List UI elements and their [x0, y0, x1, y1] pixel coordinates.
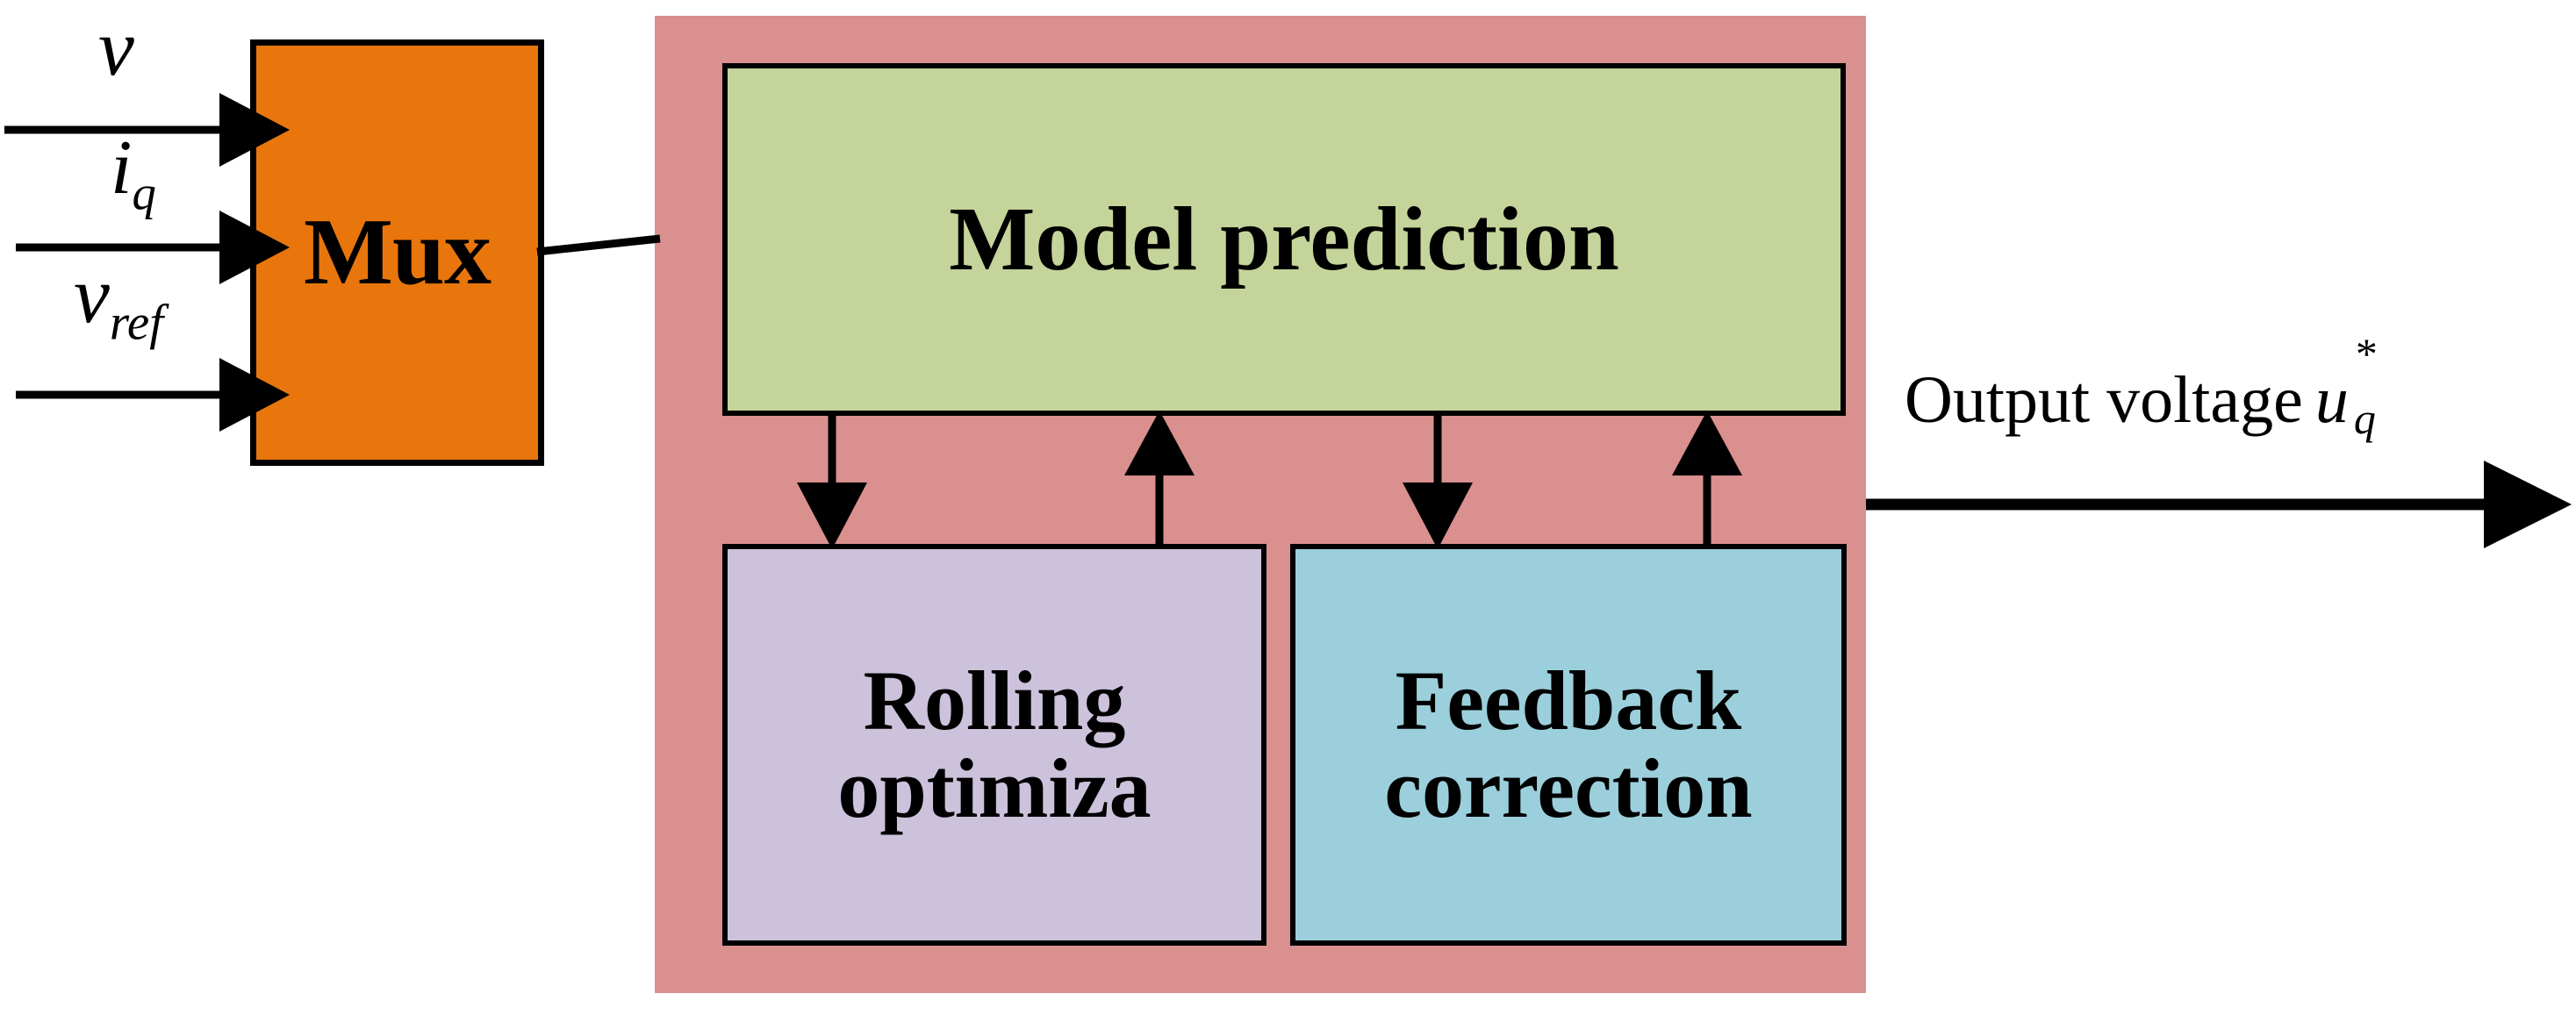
rolling-optimization-label: Rolling optimiza: [837, 654, 1152, 835]
input-arrow-vref: [16, 358, 290, 432]
input-label-vref-subscript: ref: [109, 295, 164, 351]
input-label-iq-base: i: [111, 125, 133, 211]
input-label-iq: iq: [111, 130, 156, 218]
output-voltage-symbol: u* q: [2315, 332, 2378, 440]
rolling-optimization-block[interactable]: Rolling optimiza: [722, 544, 1266, 946]
output-voltage-superscript: *: [2355, 329, 2378, 378]
mux-block-label: Mux: [304, 200, 492, 304]
input-label-vref-base: v: [74, 250, 110, 340]
mux-to-controller-connector: [536, 234, 661, 256]
model-prediction-block[interactable]: Model prediction: [722, 63, 1846, 416]
feedback-correction-label: Feedback correction: [1384, 654, 1753, 835]
output-voltage-base: u: [2314, 363, 2349, 437]
mux-block[interactable]: Mux: [250, 39, 544, 466]
input-label-vref: vref: [74, 254, 163, 347]
output-voltage-subscript: q: [2353, 394, 2376, 443]
feedback-correction-block[interactable]: Feedback correction: [1290, 544, 1847, 946]
input-label-iq-subscript: q: [132, 166, 156, 220]
model-prediction-label: Model prediction: [949, 188, 1619, 289]
input-label-v-base: v: [98, 3, 134, 92]
output-arrow: [1866, 461, 2572, 548]
output-voltage-text: Output voltage: [1905, 363, 2303, 437]
input-label-v: v: [98, 7, 134, 88]
